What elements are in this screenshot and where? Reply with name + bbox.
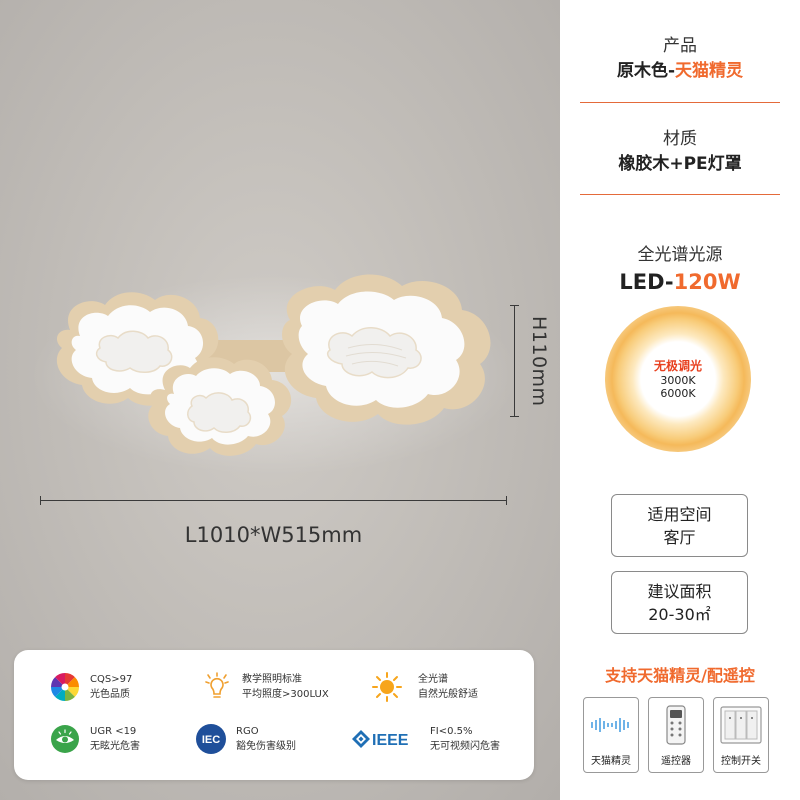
dimming-high: 6000K [660,386,696,400]
feature-ugr-line2: 无眩光危害 [90,741,140,752]
feature-ugr-line1: UGR <19 [90,726,137,737]
feature-cqs-line2: 光色品质 [90,689,130,700]
feature-flicker-line2: 无可视频闪危害 [430,741,500,752]
accessory-label: 天猫精灵 [591,756,631,767]
color-wheel-icon [48,670,82,704]
iec-logo-icon: IEC [194,722,228,756]
feature-flicker-line1: FI<0.5% [430,726,473,737]
support-text: 支持天猫精灵/配遥控 [605,666,755,685]
feature-spectrum-line2: 自然光般舒适 [418,689,478,700]
dimming-low: 3000K [660,373,696,387]
product-title: 产品 [663,36,697,56]
area-value: 20-30㎡ [648,604,711,624]
ieee-logo-text: IEEE [372,732,409,749]
feature-card: CQS>97 光色品质 教学 [14,650,534,780]
spec-column: 产品 原木色-天猫精灵 材质 橡胶木+PE灯罩 全光谱光源 LED-120W 无… [560,0,800,800]
product-section: 产品 原木色-天猫精灵 [560,34,800,84]
product-value: 原木色-天猫精灵 [560,58,800,84]
ceiling-lamp-illustration [30,274,520,475]
accessory-label: 遥控器 [661,756,691,767]
material-title: 材质 [663,129,697,149]
ieee-logo-icon: IEEE [352,722,422,756]
light-type: LED- [619,270,674,294]
accessory-label: 控制开关 [721,756,761,767]
feature-full-spectrum: 全光谱 自然光般舒适 [370,670,478,704]
accessory-remote: 遥控器 [648,697,704,773]
dimming-ring: 无极调光 3000K 6000K [605,306,751,452]
feature-cqs-line1: CQS>97 [90,674,133,685]
space-box: 适用空间 客厅 [611,494,748,557]
width-dimension-line [40,496,507,505]
light-source-section: 全光谱光源 LED-120W [560,243,800,297]
iec-logo-text: IEC [202,734,220,746]
accessory-wall-switch: 控制开关 [713,697,769,773]
feature-ugr: UGR <19 无眩光危害 [48,722,140,756]
feature-lighting-standard: 教学照明标准 平均照度>300LUX [200,670,329,704]
light-source-value: LED-120W [560,267,800,297]
remote-control-icon [653,702,699,748]
divider [580,194,780,195]
feature-rgo: IEC RGO 豁免伤害级别 [194,722,296,756]
tmall-genie-icon [588,702,634,748]
feature-spectrum-line1: 全光谱 [418,674,448,685]
footprint-dimension-label: L1010*W515mm [184,523,363,547]
feature-lighting-line1: 教学照明标准 [242,674,302,685]
wall-switch-icon [718,702,764,748]
bulb-icon [200,670,234,704]
dimming-title: 无极调光 [653,358,702,373]
divider [580,102,780,103]
light-source-title: 全光谱光源 [637,245,723,265]
height-dimension-line [510,305,519,417]
middle-cloud-shade [148,357,292,456]
space-title: 适用空间 [647,504,712,524]
area-box: 建议面积 20-30㎡ [611,571,748,634]
height-dimension-label: H110mm [528,316,550,407]
feature-rgo-line1: RGO [236,726,259,737]
feature-rgo-line2: 豁免伤害级别 [236,741,296,752]
area-title: 建议面积 [647,581,712,601]
feature-cqs: CQS>97 光色品质 [48,670,132,704]
product-variant: 天猫精灵 [675,61,744,81]
product-color: 原木色- [616,61,676,81]
light-power: 120W [673,270,741,294]
right-cloud-shade [282,274,491,425]
accessory-tmall-genie: 天猫精灵 [583,697,639,773]
eye-icon [48,722,82,756]
material-section: 材质 橡胶木+PE灯罩 [560,127,800,177]
space-value: 客厅 [663,527,696,547]
sun-icon [370,670,404,704]
feature-lighting-line2: 平均照度>300LUX [242,689,329,700]
product-photo: H110mm L1010*W515mm [0,0,560,800]
dimming-ring-center: 无极调光 3000K 6000K [643,344,713,414]
material-value: 橡胶木+PE灯罩 [618,154,742,174]
feature-flicker: IEEE FI<0.5% 无可视频闪危害 [352,722,500,756]
